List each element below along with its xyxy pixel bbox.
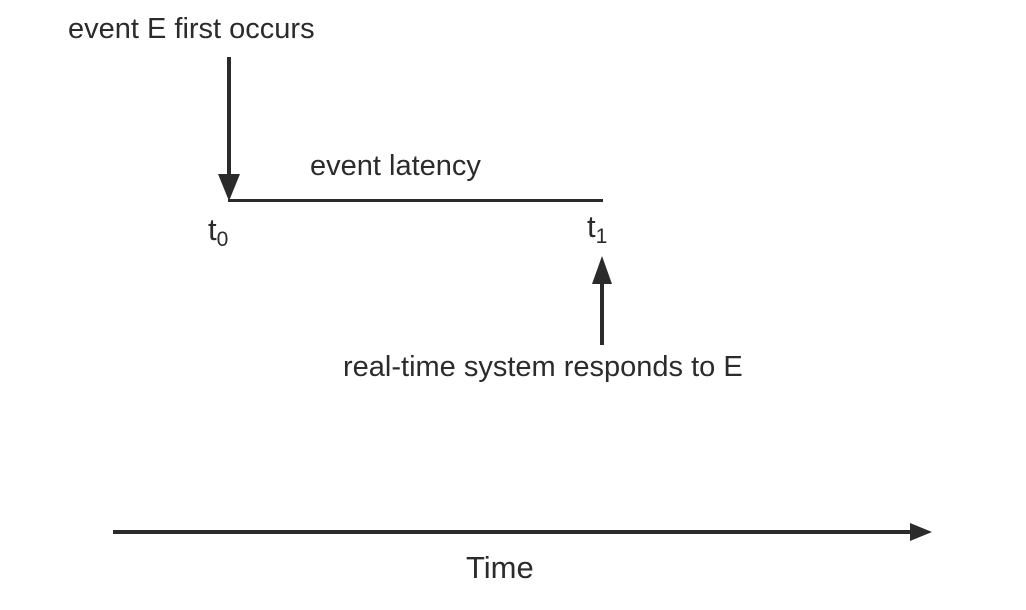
t1-subscript: 1	[595, 225, 608, 248]
event-occurs-arrow	[218, 57, 240, 201]
t0-label: t0	[208, 212, 228, 250]
t1-base: t	[587, 209, 596, 244]
event-latency-label: event latency	[310, 150, 481, 182]
time-axis-label: Time	[466, 550, 534, 585]
t1-label: t1	[587, 209, 607, 247]
t0-base: t	[208, 212, 217, 247]
event-occurs-label: event E first occurs	[68, 13, 315, 45]
time-axis-arrow	[113, 523, 932, 541]
response-arrow	[592, 256, 612, 345]
response-label: real-time system responds to E	[343, 351, 743, 383]
t0-subscript: 0	[216, 228, 229, 251]
